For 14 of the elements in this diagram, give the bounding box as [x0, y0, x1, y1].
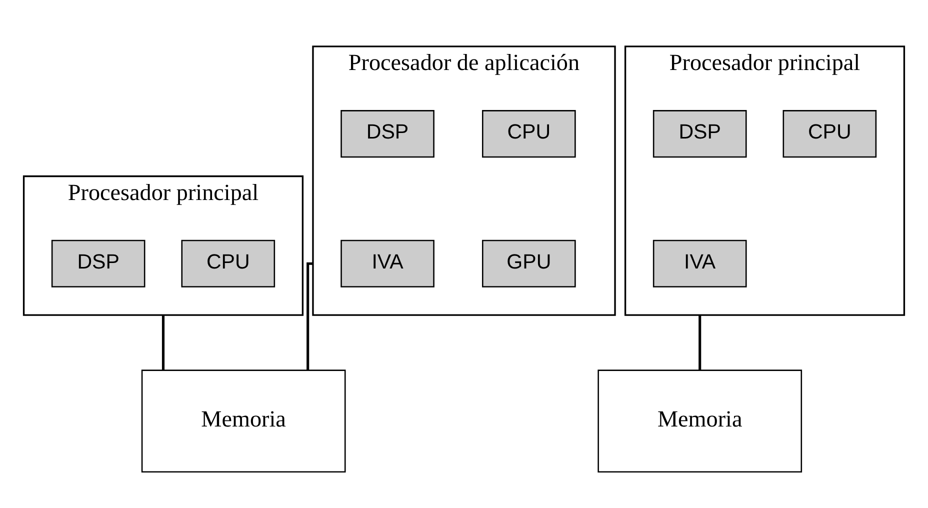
- node-box: DSP: [652, 110, 747, 158]
- connector: [306, 262, 313, 370]
- node-box: Memoria: [598, 370, 802, 472]
- connector: [162, 315, 165, 370]
- node-box: IVA: [652, 240, 747, 288]
- node-box: CPU: [181, 240, 276, 288]
- connector: [698, 315, 702, 370]
- node-box: DSP: [51, 240, 146, 288]
- node-box: IVA: [340, 240, 434, 288]
- node-box: DSP: [340, 110, 434, 158]
- node-box: CPU: [782, 110, 877, 158]
- node-box: CPU: [482, 110, 576, 158]
- node-box: GPU: [482, 240, 576, 288]
- node-box: Memoria: [141, 370, 346, 472]
